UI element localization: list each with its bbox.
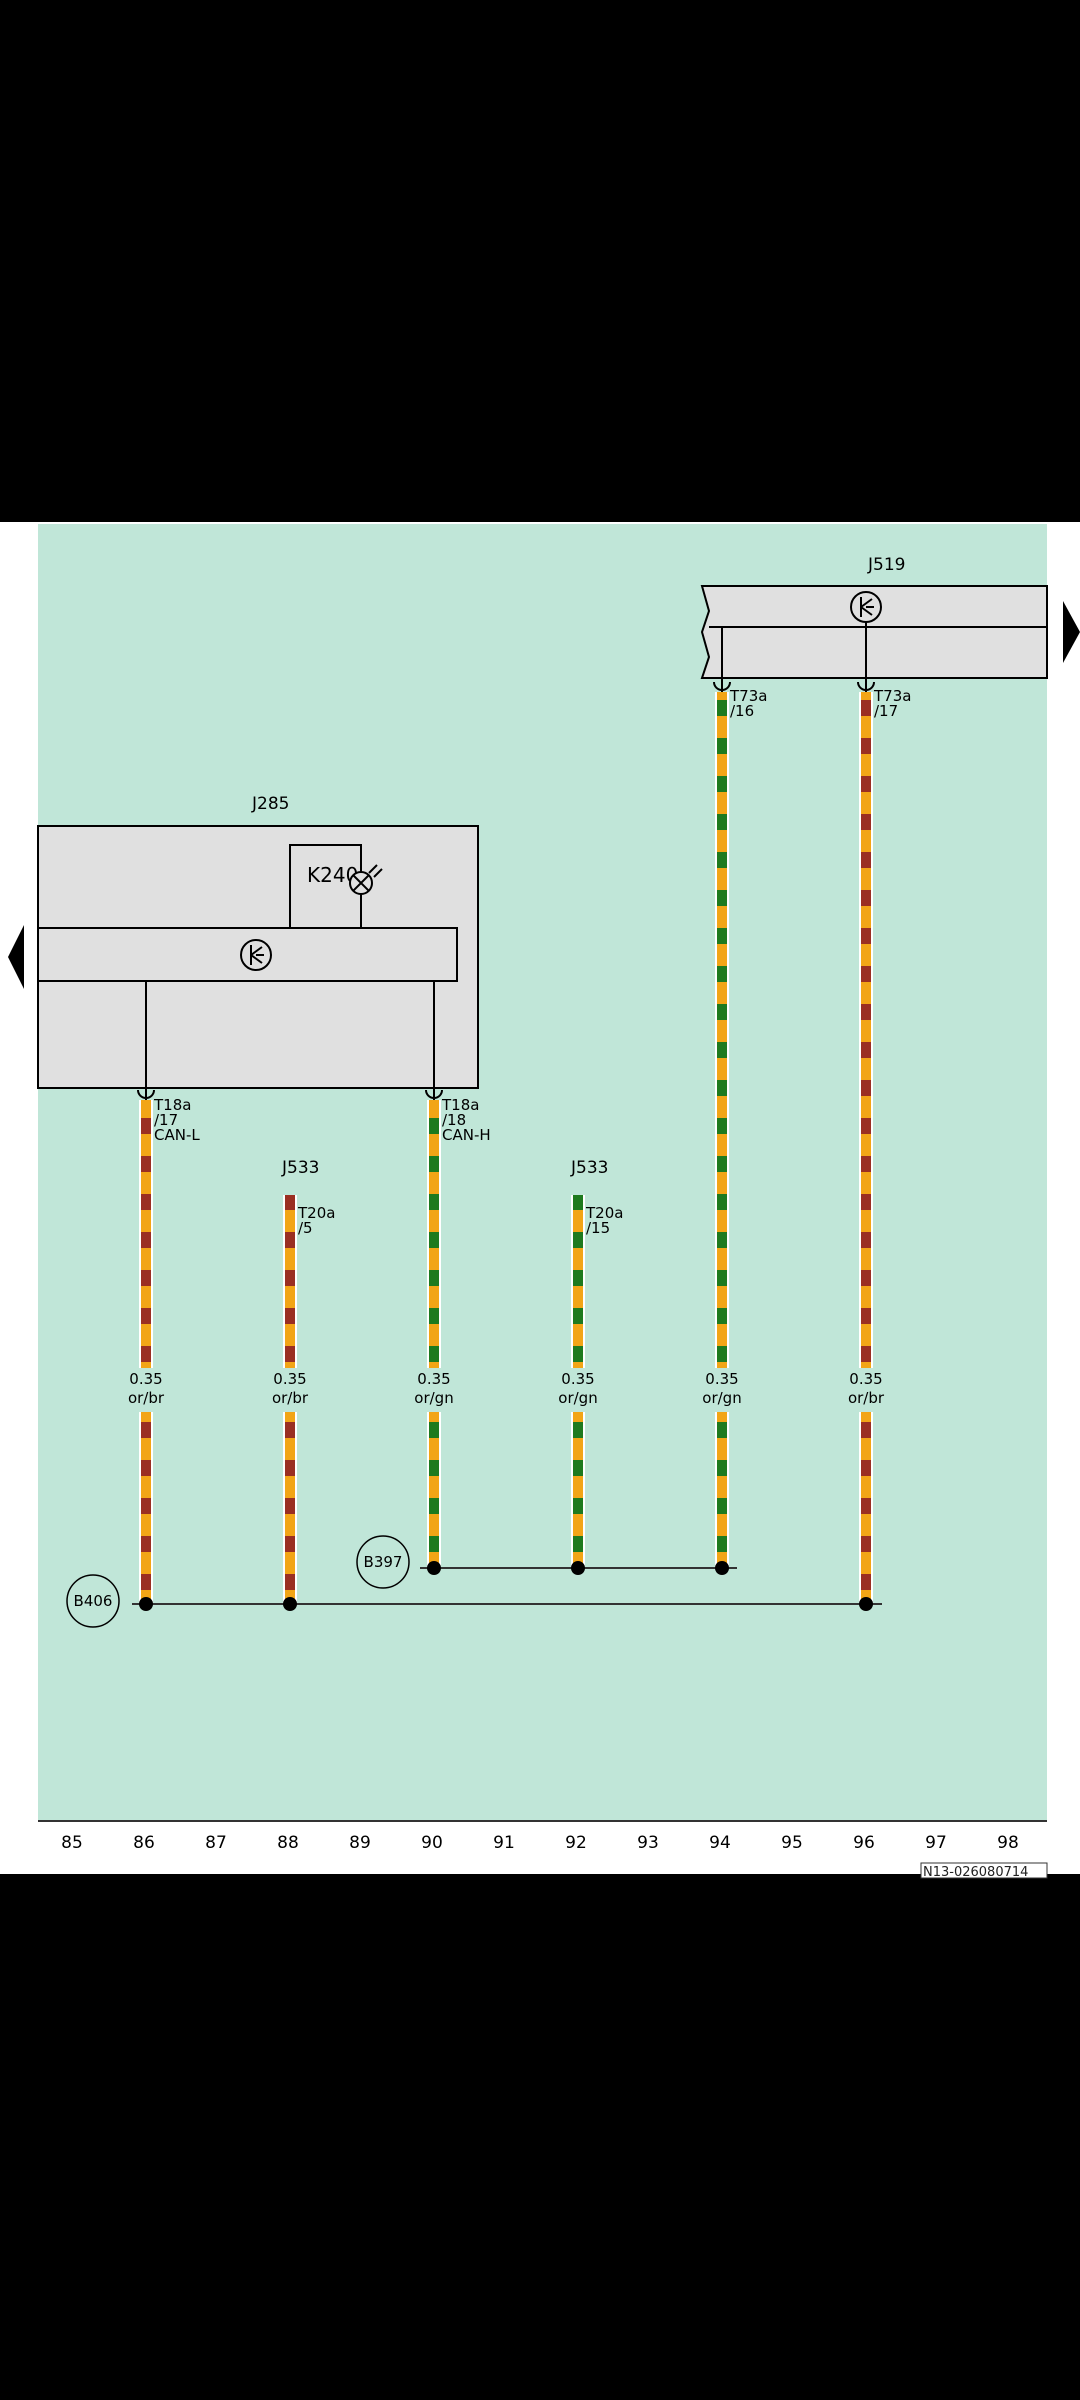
connector-label: T20a	[585, 1204, 623, 1222]
connector-label: T73a	[873, 687, 911, 705]
j519-component: J519	[700, 555, 1048, 694]
previous-page-arrow-icon[interactable]	[8, 925, 24, 989]
wire-color-label: or/gn	[702, 1389, 741, 1407]
column-number: 90	[421, 1833, 443, 1853]
connector-labels: T18a/17CAN-LT20a/5T18a/18CAN-HT20a/15T73…	[153, 687, 911, 1237]
wire-94-upper	[717, 692, 727, 1368]
can-bus-icon	[240, 939, 272, 971]
b397-label: B397	[364, 1553, 403, 1571]
wire-92-upper	[573, 1195, 583, 1368]
wire-size-label: 0.35	[417, 1370, 450, 1388]
wire-color-label: or/br	[272, 1389, 309, 1407]
wire-88-upper	[285, 1195, 295, 1368]
wire-color-label: or/gn	[558, 1389, 597, 1407]
wire-size-label: 0.35	[129, 1370, 162, 1388]
wire-labels: 0.35or/br0.35or/br0.35or/gn0.35or/gn0.35…	[128, 1370, 885, 1407]
connector-label: T18a	[441, 1096, 479, 1114]
j285-component: J285 K240	[37, 794, 479, 1102]
b406-junction: B406	[66, 1574, 882, 1628]
wire-size-label: 0.35	[273, 1370, 306, 1388]
can-bus-icon	[850, 591, 882, 623]
column-number: 95	[781, 1833, 803, 1853]
connector-label: /5	[298, 1219, 313, 1237]
wire-96-lower	[861, 1412, 871, 1604]
connector-label: T20a	[297, 1204, 335, 1222]
connector-label: /17	[154, 1111, 178, 1129]
column-number: 85	[61, 1833, 83, 1853]
wire-94-lower	[717, 1412, 727, 1568]
wire-92-lower	[573, 1412, 583, 1568]
column-number: 87	[205, 1833, 227, 1853]
column-number: 88	[277, 1833, 299, 1853]
splice-dot	[571, 1561, 585, 1575]
column-number: 89	[349, 1833, 371, 1853]
column-number: 93	[637, 1833, 659, 1853]
next-page-arrow-icon[interactable]	[1063, 601, 1080, 663]
j533-label: J533	[570, 1158, 608, 1178]
connector-label: /15	[586, 1219, 610, 1237]
document-id: N13-026080714	[923, 1865, 1028, 1880]
column-number: 92	[565, 1833, 587, 1853]
wire-color-label: or/br	[128, 1389, 165, 1407]
wire-size-label: 0.35	[561, 1370, 594, 1388]
j285-label: J285	[251, 794, 289, 814]
connector-label: T18a	[153, 1096, 191, 1114]
column-number: 98	[997, 1833, 1019, 1853]
column-number: 96	[853, 1833, 875, 1853]
splice-dot	[283, 1597, 297, 1611]
warning-lamp-icon	[349, 864, 383, 895]
column-number: 94	[709, 1833, 731, 1853]
wire-96-upper	[861, 692, 871, 1368]
column-number: 86	[133, 1833, 155, 1853]
column-number: 97	[925, 1833, 947, 1853]
j533-label: J533	[281, 1158, 319, 1178]
b406-label: B406	[74, 1592, 113, 1610]
wire-90-lower	[429, 1412, 439, 1568]
wire-color-label: or/br	[848, 1389, 885, 1407]
splice-dot	[715, 1561, 729, 1575]
wire-90-upper	[429, 1100, 439, 1368]
splice-dot	[859, 1597, 873, 1611]
wire-size-label: 0.35	[849, 1370, 882, 1388]
j519-label: J519	[867, 555, 905, 575]
connector-label: /16	[730, 702, 754, 720]
wire-color-label: or/gn	[414, 1389, 453, 1407]
connector-label: /18	[442, 1111, 466, 1129]
wire-size-label: 0.35	[705, 1370, 738, 1388]
wire-86-lower	[141, 1412, 151, 1604]
column-numbers: 85 86 87 88 89 90 91 92 93 94 95 96 97 98	[61, 1833, 1019, 1853]
splice-dot	[427, 1561, 441, 1575]
connector-label: /17	[874, 702, 898, 720]
connector-label: CAN-L	[154, 1126, 200, 1144]
splice-dot	[139, 1597, 153, 1611]
wire-88-lower	[285, 1412, 295, 1604]
connector-label: T73a	[729, 687, 767, 705]
column-number: 91	[493, 1833, 515, 1853]
wire-group	[139, 692, 873, 1604]
document-id-box	[920, 1862, 1048, 1879]
b397-junction: B397	[356, 1535, 737, 1589]
connector-label: CAN-H	[442, 1126, 491, 1144]
wire-86-upper	[141, 1100, 151, 1368]
